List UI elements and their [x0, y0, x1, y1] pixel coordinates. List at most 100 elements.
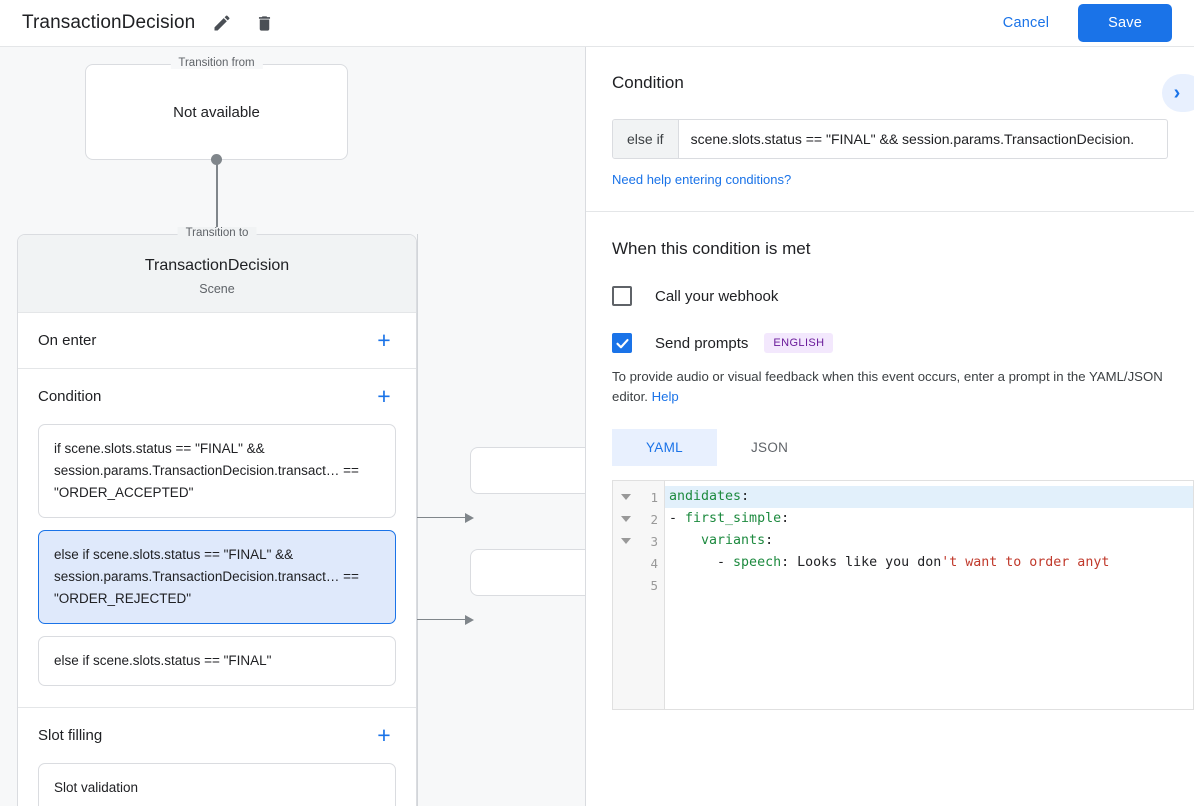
save-button[interactable]: Save	[1078, 4, 1172, 42]
scene-subtitle: Scene	[199, 282, 235, 296]
transition-to-legend: Transition to	[177, 227, 257, 239]
line-number-label: 4	[650, 555, 658, 571]
condition-expression-input[interactable]: scene.slots.status == "FINAL" && session…	[690, 131, 1135, 147]
condition-list: if scene.slots.status == "FINAL" && sess…	[38, 424, 396, 707]
editor-line-number: 4	[613, 552, 664, 574]
trash-icon[interactable]	[249, 8, 279, 38]
scene-header[interactable]: Transition to TransactionDecision Scene	[18, 227, 416, 312]
code-token	[669, 533, 701, 548]
need-help-conditions-link[interactable]: Need help entering conditions?	[612, 172, 792, 187]
condition-panel-title: Condition	[612, 73, 684, 92]
editor-line-number: 2	[613, 508, 664, 530]
section-on-enter: On enter +	[18, 312, 416, 368]
prompts-helper-sentence: To provide audio or visual feedback when…	[612, 369, 1163, 404]
chevron-right-icon[interactable]: ›	[1162, 74, 1194, 112]
section-header-on-enter: On enter +	[38, 313, 396, 368]
tab-json[interactable]: JSON	[750, 440, 789, 455]
code-token: variants	[701, 533, 766, 548]
editor-gutter: 1 2 3 4 5	[613, 481, 665, 709]
tab-yaml[interactable]: YAML	[612, 429, 717, 466]
pane-divider	[585, 47, 586, 806]
condition-item[interactable]: if scene.slots.status == "FINAL" && sess…	[38, 424, 396, 518]
editor-line-number: 5	[613, 574, 664, 596]
connector-line	[401, 618, 467, 620]
send-prompts-checkbox[interactable]	[612, 333, 632, 353]
transition-from-node[interactable]: Transition from Not available	[85, 57, 348, 160]
code-token: :	[781, 511, 790, 526]
connector-arrow-head	[465, 512, 474, 523]
code-token: andidates	[669, 489, 742, 504]
code-token: :	[781, 555, 798, 570]
language-badge: ENGLISH	[764, 333, 834, 353]
add-on-enter-button[interactable]: +	[377, 327, 391, 353]
fold-triangle-icon[interactable]	[621, 494, 631, 500]
editor-code-line[interactable]: - first_simple:	[665, 508, 1193, 530]
page-title: TransactionDecision	[22, 12, 196, 33]
call-webhook-label: Call your webhook	[655, 287, 779, 305]
send-prompts-row: Send prompts ENGLISH	[612, 333, 1168, 353]
editor-code-line[interactable]: - speech: Looks like you don't want to o…	[665, 552, 1193, 574]
condition-prefix-label: else if	[613, 120, 679, 158]
add-condition-button[interactable]: +	[377, 383, 391, 409]
editor-format-tabs: YAML JSON	[612, 429, 1168, 466]
code-token: :	[741, 489, 750, 504]
slot-validation-item[interactable]: Slot validation	[38, 763, 396, 806]
code-token: first_simple	[685, 511, 782, 526]
editor-code-line[interactable]: andidates:	[665, 486, 1193, 508]
editor-code-area[interactable]: andidates:- first_simple: variants: - sp…	[665, 481, 1193, 709]
add-slot-filling-button[interactable]: +	[377, 722, 391, 748]
flow-canvas: Transition from Not available Transition	[0, 47, 585, 806]
fold-triangle-icon[interactable]	[621, 516, 631, 522]
editor-code-line[interactable]: variants:	[665, 530, 1193, 552]
cancel-button[interactable]: Cancel	[988, 6, 1064, 40]
transition-from-value: Not available	[173, 103, 260, 121]
scene-title: TransactionDecision	[144, 257, 290, 274]
panel-divider	[586, 211, 1194, 212]
code-token: Looks like you don	[797, 555, 942, 570]
section-slot-filling: Slot filling + Slot validation	[18, 707, 416, 806]
pencil-icon[interactable]	[207, 8, 237, 38]
call-webhook-checkbox[interactable]	[612, 286, 632, 306]
connector-arrow-head	[465, 614, 474, 625]
section-title-on-enter: On enter	[38, 332, 97, 349]
flow-rail	[417, 234, 418, 806]
editor-code-line[interactable]	[665, 574, 1193, 596]
target-node-accepted[interactable]	[470, 447, 585, 494]
line-number-label: 2	[650, 511, 658, 527]
transition-from-legend: Transition from	[170, 57, 263, 69]
when-condition-met-section: When this condition is met Call your web…	[586, 212, 1194, 710]
code-token: -	[669, 511, 686, 526]
section-condition: Condition + if scene.slots.status == "FI…	[18, 368, 416, 707]
arrow-origin-dot	[211, 154, 222, 165]
section-title-condition: Condition	[38, 388, 102, 405]
line-number-label: 3	[650, 533, 658, 549]
condition-item[interactable]: else if scene.slots.status == "FINAL"	[38, 636, 396, 686]
send-prompts-label: Send prompts	[655, 334, 749, 352]
fold-triangle-icon[interactable]	[621, 538, 631, 544]
when-condition-met-title: When this condition is met	[612, 239, 811, 258]
target-node-rejected[interactable]	[470, 549, 585, 596]
webhook-row: Call your webhook	[612, 286, 1168, 306]
app-header: TransactionDecision Cancel Save	[0, 0, 1194, 47]
line-number-label: 1	[650, 489, 658, 505]
code-token: speech	[733, 555, 782, 570]
section-header-slot-filling: Slot filling +	[38, 708, 396, 763]
condition-item-selected[interactable]: else if scene.slots.status == "FINAL" &&…	[38, 530, 396, 624]
help-link[interactable]: Help	[651, 389, 679, 404]
arrow-shaft	[216, 160, 218, 266]
condition-input-row[interactable]: else if scene.slots.status == "FINAL" &&…	[612, 119, 1168, 159]
code-token: 't want to order anyt	[941, 555, 1110, 570]
details-panel: Condition › else if scene.slots.status =…	[586, 47, 1194, 806]
chevron-glyph: ›	[1173, 82, 1181, 104]
editor-line-number: 3	[613, 530, 664, 552]
line-number-label: 5	[650, 577, 658, 593]
editor-line-number: 1	[613, 486, 664, 508]
slot-filling-list: Slot validation	[38, 763, 396, 806]
prompts-helper-text: To provide audio or visual feedback when…	[612, 367, 1168, 407]
scene-card: Transition to TransactionDecision Scene …	[17, 227, 417, 806]
connector-line	[401, 516, 467, 518]
section-header-condition: Condition +	[38, 369, 396, 424]
code-token: :	[765, 533, 774, 548]
